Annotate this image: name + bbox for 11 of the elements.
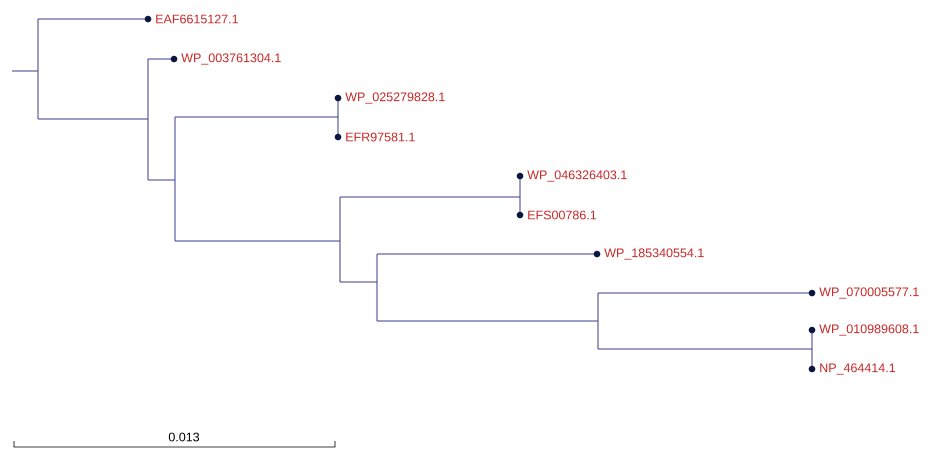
leaf-label: WP_010989608.1	[819, 324, 919, 336]
leaf-label: NP_464414.1	[820, 363, 896, 375]
leaf-label: WP_185340554.1	[604, 248, 704, 260]
leaf-label: WP_070005577.1	[819, 287, 919, 299]
leaf-label: EFS00786.1	[528, 210, 596, 220]
scale-label: 0.013	[168, 432, 200, 442]
leaf-label: WP_025279828.1	[345, 92, 445, 104]
leaf-label: EFR97581.1	[346, 132, 415, 142]
leaf-label: WP_046326403.1	[527, 170, 627, 182]
leaf-label: EAF6615127.1	[156, 14, 238, 24]
leaf-label: WP_003761304.1	[181, 53, 281, 65]
